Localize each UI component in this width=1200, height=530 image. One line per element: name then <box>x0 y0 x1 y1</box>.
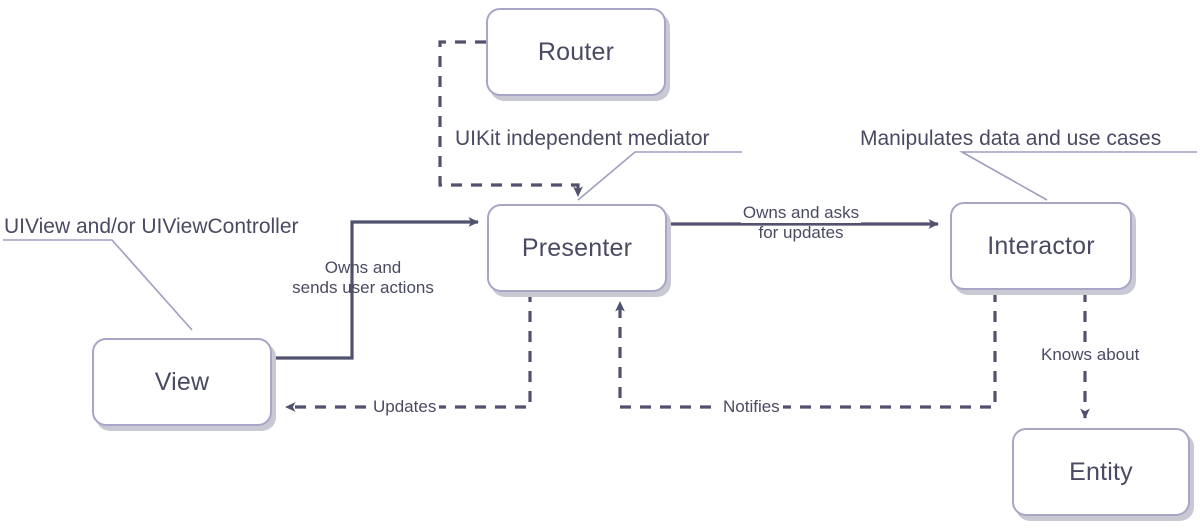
node-router-label: Router <box>537 37 615 66</box>
node-presenter[interactable]: Presenter <box>487 204 667 292</box>
annotation-view-note: UIView and/or UIViewController <box>4 215 299 238</box>
edge-label-line1: Owns and asks <box>740 203 862 223</box>
node-view-label: View <box>154 367 210 396</box>
node-interactor[interactable]: Interactor <box>950 202 1132 290</box>
leader-view-note <box>3 239 193 331</box>
node-view[interactable]: View <box>92 338 272 426</box>
edge-label-view-to-presenter: Owns and sends user actions <box>278 258 448 298</box>
edge-presenter-to-view <box>285 291 532 412</box>
edge-label-presenter-to-view: Updates <box>370 397 440 417</box>
node-interactor-label: Interactor <box>987 231 1095 260</box>
edge-label-presenter-to-interactor: Owns and asks for updates <box>716 203 886 243</box>
edge-label-line2: for updates <box>758 223 844 242</box>
edge-view-to-presenter <box>272 217 479 360</box>
node-presenter-label: Presenter <box>521 233 633 262</box>
edge-label-line1: Owns and <box>324 258 402 277</box>
edge-label-interactor-to-entity: Knows about <box>1038 345 1143 365</box>
edge-label-line2: sends user actions <box>292 278 434 297</box>
annotation-interactor-note: Manipulates data and use cases <box>860 127 1162 150</box>
annotation-presenter-note: UIKit independent mediator <box>455 127 710 150</box>
node-entity-label: Entity <box>1069 457 1133 486</box>
leader-interactor-note <box>958 151 1197 201</box>
edge-label-interactor-to-presenter: Notifies <box>720 397 783 417</box>
node-entity[interactable]: Entity <box>1012 428 1190 516</box>
node-router[interactable]: Router <box>486 8 666 96</box>
edge-router-to-presenter <box>438 40 583 197</box>
leader-presenter-note <box>577 151 742 201</box>
edge-interactor-to-presenter <box>615 291 997 409</box>
